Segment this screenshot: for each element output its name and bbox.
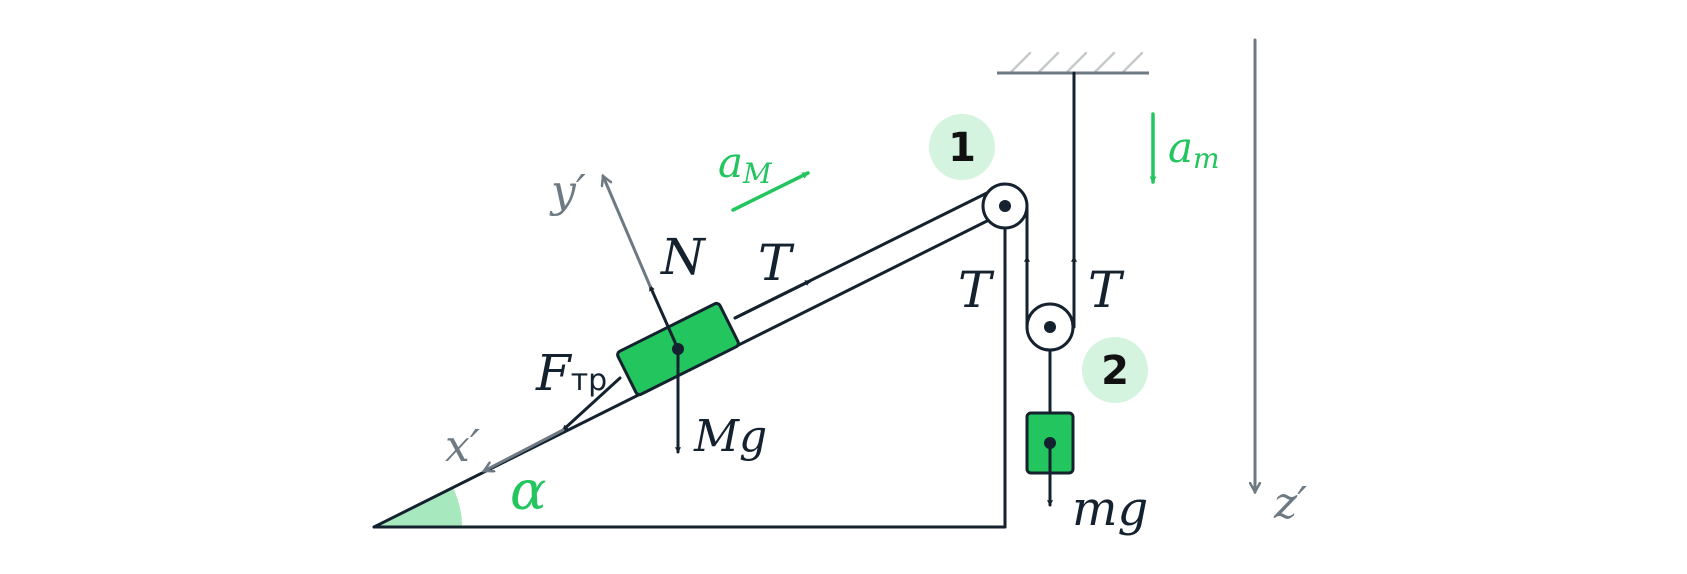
labels: N T T T Fтр Mg mg aM am x′ y′ z′ α — [445, 123, 1307, 537]
force-N-arrow — [648, 284, 680, 351]
y-axis-arrow — [603, 176, 652, 288]
accelerations — [731, 112, 1157, 212]
force-T-incline-arrow — [733, 279, 812, 320]
pulley-1-number: 1 — [948, 125, 976, 171]
pulley-2-badge — [1082, 337, 1148, 403]
label-a-m: am — [1168, 123, 1220, 175]
fixed-pulley — [981, 182, 1029, 230]
pulley-1-badge — [929, 114, 995, 180]
axes — [484, 38, 1255, 492]
force-friction-arrow — [561, 376, 622, 432]
label-T-incline: T — [758, 234, 795, 292]
accel-M-arrow — [731, 171, 810, 212]
label-alpha: α — [510, 459, 546, 522]
label-T-right: T — [1088, 261, 1125, 319]
label-a-M: aM — [718, 138, 773, 190]
label-y-axis: y′ — [549, 166, 586, 217]
label-N: N — [660, 228, 707, 286]
label-friction: Fтр — [535, 344, 607, 402]
label-x-axis: x′ — [445, 421, 480, 472]
pulley-badges: 1 2 — [929, 114, 1148, 403]
forces — [561, 255, 1077, 507]
label-mg: mg — [1072, 481, 1148, 537]
label-Mg: Mg — [693, 411, 767, 462]
label-z-axis: z′ — [1273, 478, 1307, 529]
movable-pulley — [1025, 302, 1075, 352]
x-axis-arrow — [484, 428, 565, 471]
pulley-2-number: 2 — [1101, 348, 1129, 394]
label-T-left: T — [958, 261, 995, 319]
hatched-ceiling-icon — [997, 51, 1149, 75]
